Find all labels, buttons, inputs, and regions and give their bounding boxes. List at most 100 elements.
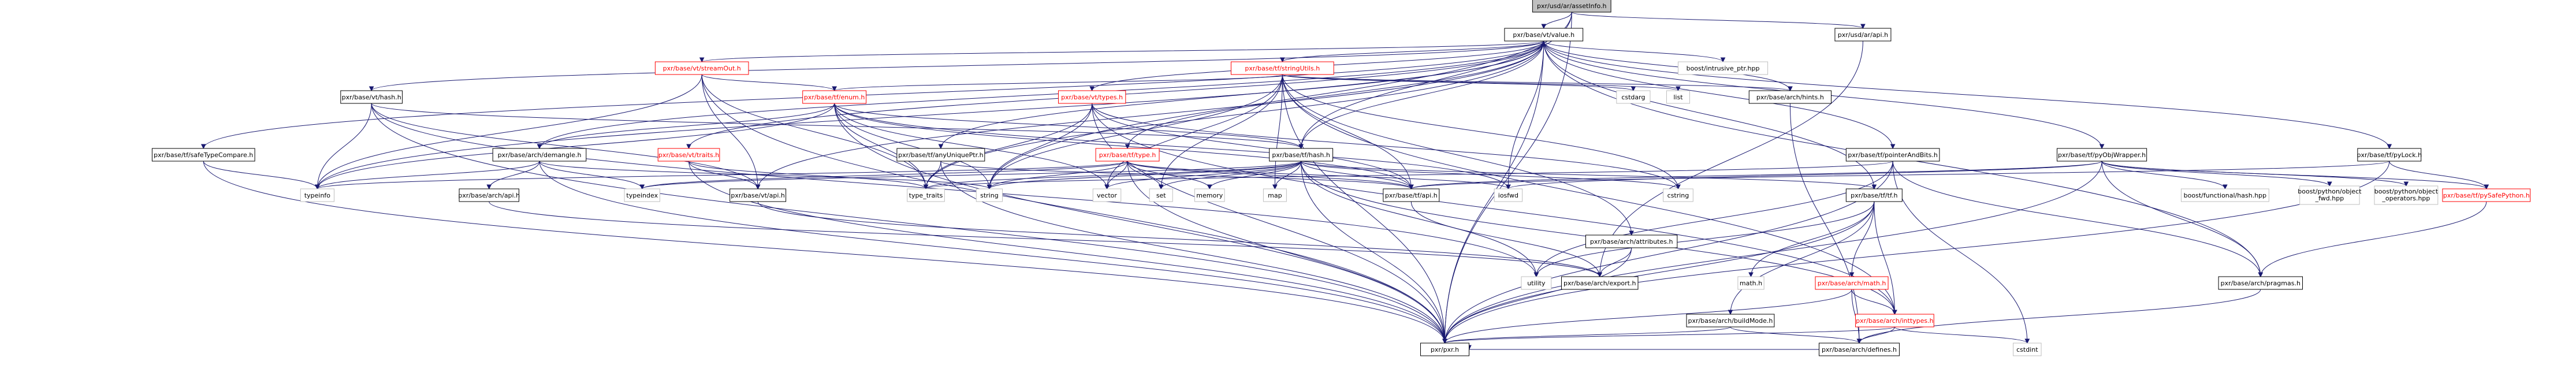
node-tfenum[interactable]: pxr/base/tf/enum.h (802, 90, 867, 104)
edge-line (2101, 161, 2330, 187)
edge-line (1444, 161, 2102, 344)
node-arapi[interactable]: pxr/usd/ar/api.h (1834, 28, 1892, 42)
node-label: boost/python/object (2374, 188, 2439, 195)
edge-line (1571, 12, 1863, 29)
edge-line (2101, 161, 2225, 189)
node-pyobjectops: boost/python/object_operators.hpp (2374, 185, 2439, 205)
edge-vtvalue-to-stringutils (1279, 40, 1544, 63)
node-stringutils[interactable]: pxr/base/tf/stringUtils.h (1230, 61, 1334, 75)
node-vector: vector (1092, 188, 1122, 202)
edge-vthash-to-typeinfo (315, 103, 372, 190)
node-box (1521, 276, 1552, 290)
node-attributes[interactable]: pxr/base/arch/attributes.h (1585, 234, 1678, 248)
node-safetypecompare[interactable]: pxr/base/tf/safeTypeCompare.h (151, 148, 255, 162)
node-string: string (976, 188, 1003, 202)
edge-line (1282, 74, 1632, 236)
edge-line (1874, 201, 1895, 315)
node-pylock[interactable]: pxr/base/tf/pyLock.h (2357, 148, 2422, 162)
edge-vttraits-to-pxrh (688, 161, 1447, 344)
edge-tftf-to-inttypes (1874, 201, 1897, 315)
node-buildmode[interactable]: pxr/base/arch/buildMode.h (1686, 314, 1775, 327)
node-pragmas[interactable]: pxr/base/arch/pragmas.h (2218, 276, 2303, 290)
node-tfhash[interactable]: pxr/base/tf/hash.h (1269, 148, 1334, 162)
node-pyobjwrapper[interactable]: pxr/base/tf/pyObjWrapper.h (2057, 148, 2147, 162)
node-anyuniqueptr[interactable]: pxr/base/tf/anyUniquePtr.h (896, 148, 985, 162)
node-tftf[interactable]: pxr/base/tf/tf.h (1845, 188, 1903, 202)
edge-arrowhead (486, 184, 492, 190)
node-intrusive: boost/intrusive_ptr.hpp (1677, 61, 1769, 75)
edge-line (1543, 40, 1723, 62)
edge-anyuniqueptr-to-tfapi (940, 161, 1414, 190)
node-archexport[interactable]: pxr/base/arch/export.h (1561, 276, 1639, 290)
node-pxrh[interactable]: pxr/pxr.h (1420, 343, 1469, 356)
node-pyobjectfwd: boost/python/object_fwd.hpp (2298, 185, 2362, 205)
node-tfapi[interactable]: pxr/base/tf/api.h (1383, 188, 1440, 202)
edge-pyobjwrapper-to-iosfwd (1506, 161, 2102, 190)
edge-pyobjwrapper-to-pragmas (2101, 161, 2264, 278)
edge-line (989, 74, 1283, 189)
node-box (1677, 61, 1769, 75)
node-box (654, 61, 749, 75)
edge-vtvalue-to-vtapi (755, 40, 1544, 190)
edge-arrowhead (1506, 184, 1511, 190)
edge-pyobjwrapper-to-pyobjectfwd (2101, 161, 2332, 187)
edge-line (1301, 161, 1875, 189)
node-label: pxr/base/tf/api.h (1385, 192, 1438, 199)
edge-line (1282, 74, 1895, 315)
node-archmath[interactable]: pxr/base/arch/math.h (1815, 276, 1889, 290)
edge-arrowhead (1104, 184, 1110, 190)
edge-stringutils-to-tfenum (832, 74, 1283, 92)
node-box (907, 188, 945, 202)
edge-line (203, 40, 1544, 149)
edge-tfhash-to-set (1158, 161, 1302, 190)
edge-line (1410, 201, 1600, 277)
node-demangle[interactable]: pxr/base/arch/demangle.h (492, 148, 587, 162)
node-box (1269, 148, 1334, 162)
node-tftype[interactable]: pxr/base/tf/type.h (1095, 148, 1160, 162)
edge-tfhash-to-cstring (1301, 161, 1681, 190)
node-label: pxr/base/vt/streamOut.h (663, 65, 741, 72)
node-box (2057, 148, 2147, 162)
edge-tfenum-to-demangle (537, 103, 835, 150)
edge-line (1301, 161, 1445, 344)
node-utility: utility (1521, 276, 1552, 290)
node-vtapi[interactable]: pxr/base/vt/api.h (729, 188, 787, 202)
edge-line (1507, 161, 2102, 189)
edge-line (317, 103, 372, 189)
edge-line (701, 74, 1445, 344)
edge-line (1410, 161, 2390, 189)
node-label: pxr/usd/ar/api.h (1838, 31, 1888, 39)
edge-tftf-to-archmath (1849, 201, 1875, 278)
node-pointerbits[interactable]: pxr/base/tf/pointerAndBits.h (1845, 148, 1940, 162)
edge-line (1444, 326, 1731, 344)
edge-line (1730, 326, 1860, 344)
node-list: list (1666, 90, 1690, 104)
edge-line (1092, 103, 1412, 189)
node-archhints[interactable]: pxr/base/arch/hints.h (1748, 90, 1832, 104)
edge-line (834, 103, 1445, 344)
node-label: pxr/base/tf/type.h (1099, 151, 1156, 159)
node-vttraits[interactable]: pxr/base/vt/traits.h (657, 148, 720, 162)
node-streamout[interactable]: pxr/base/vt/streamOut.h (654, 61, 749, 75)
edge-pyobjwrapper-to-pyobjectops (2101, 161, 2409, 187)
node-inttypes[interactable]: pxr/base/arch/inttypes.h (1855, 314, 1934, 327)
node-vttypes[interactable]: pxr/base/vt/types.h (1058, 90, 1126, 104)
node-label: utility (1527, 280, 1546, 287)
edge-line (317, 161, 540, 189)
node-vtvalue[interactable]: pxr/base/vt/value.h (1504, 28, 1584, 42)
node-vthash[interactable]: pxr/base/vt/hash.h (340, 90, 403, 104)
node-label: pxr/base/tf/safeTypeCompare.h (154, 151, 253, 159)
node-defines[interactable]: pxr/base/arch/defines.h (1818, 343, 1900, 356)
node-root[interactable]: pxr/usd/ar/assetInfo.h (1532, 0, 1611, 13)
edge-arrowhead (2223, 184, 2228, 190)
edge-line (1160, 161, 1302, 189)
edge-line (317, 103, 835, 189)
node-pysafepython[interactable]: pxr/base/tf/pySafePython.h (2442, 188, 2531, 202)
edge-line (834, 103, 1412, 189)
node-box (1845, 148, 1940, 162)
edge-arrowhead (938, 144, 944, 150)
edges-layer (200, 12, 2489, 351)
edge-arrowhead (2484, 184, 2489, 190)
node-archapi[interactable]: pxr/base/arch/api.h (458, 188, 520, 202)
node-box (1815, 276, 1889, 290)
